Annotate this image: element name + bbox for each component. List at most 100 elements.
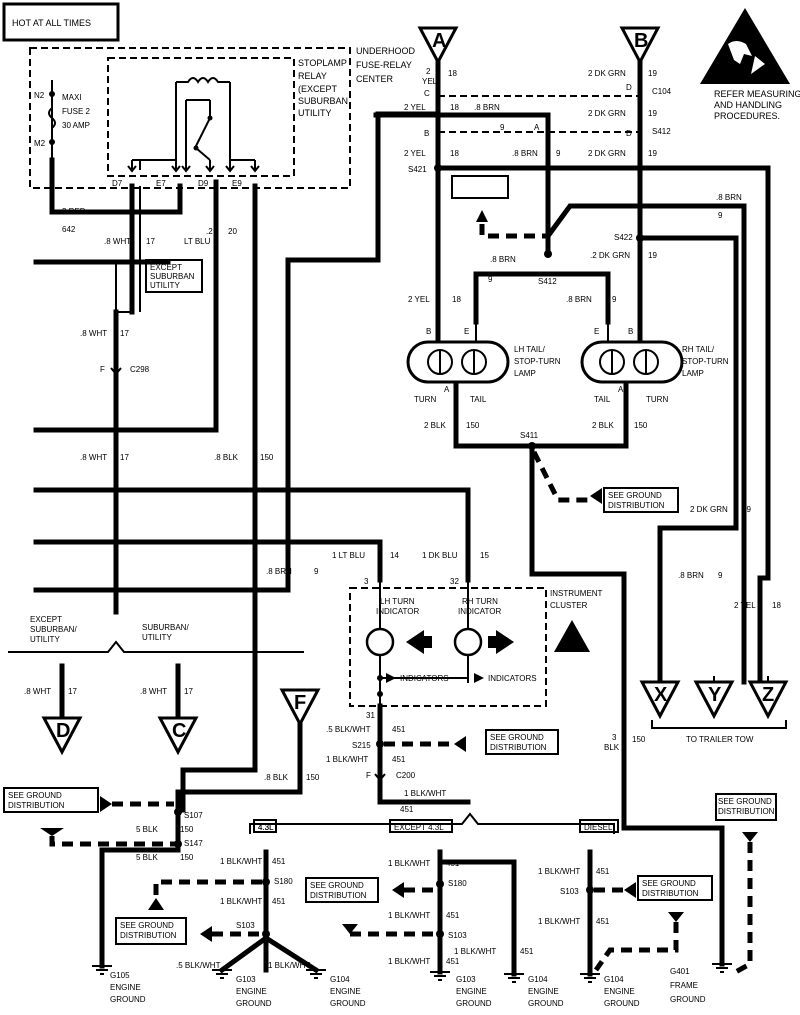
see-ground-box-s107 (3, 787, 99, 813)
connector-x-arrow (639, 680, 681, 720)
to-trailer-tow-label: TO TRAILER TOW (686, 735, 754, 744)
ground-dash-s411 (531, 450, 592, 503)
pin-m2: M2 (34, 139, 46, 148)
variant-4-3l-box (253, 819, 277, 833)
relay-title-5: UTILITY (298, 108, 332, 118)
connector-z-label: Z (762, 684, 774, 706)
wire-label-18d: 18 (452, 295, 461, 304)
indicator-arrows (386, 673, 484, 683)
fuse-center-title-1: UNDERHOOD (356, 46, 416, 56)
g105-type: ENGINE (110, 983, 141, 992)
wire-lt-blu-14 (33, 539, 383, 583)
relay-title-3: (EXCEPT (298, 84, 338, 94)
pin-e7: E7 (156, 179, 166, 188)
wire-label-150h: 150 (180, 853, 194, 862)
connector-y-label: Y (708, 684, 722, 706)
wire-label-43-1: 1 BLK/WHT (220, 857, 262, 866)
wire-label-19e: 19 (742, 505, 751, 514)
connector-s180-except: S180 (448, 879, 467, 888)
indicator-feed-wires (379, 580, 469, 628)
connector-c200-symbol (374, 773, 386, 782)
ground-dash-s180-4-3l (153, 879, 262, 898)
wire-label-451b: 451 (392, 755, 406, 764)
wire-8-brn-lamps (473, 271, 611, 325)
ground-symbols (92, 963, 732, 983)
ground-dash-diesel-2 (593, 922, 679, 972)
connector-s103-4-3l: S103 (236, 921, 255, 930)
indicators-label-1: INDICATORS (400, 674, 449, 683)
c104-pin-d: D (626, 83, 632, 92)
s412-pin-b: B (424, 129, 429, 138)
wire-label-19c: 19 (648, 149, 657, 158)
wire-label-2-dk-grn: 2 DK GRN (588, 69, 626, 78)
wire-label-43-451: 451 (272, 857, 286, 866)
g104-type-except: ENGINE (528, 987, 559, 996)
lh-turn-label: TURN (414, 395, 436, 404)
wire-label-9c: 9 (556, 149, 561, 158)
rh-pin-a: A (618, 385, 624, 394)
wire-label-8-wht: .8 WHT (104, 237, 131, 246)
wire-label-8-brn-c: .8 BRN (474, 103, 500, 112)
wire-label-150f: 150 (306, 773, 320, 782)
right-arrow-tail (488, 636, 496, 648)
wire-blk-wht-451-cluster (377, 703, 471, 805)
connector-c-label: C (172, 720, 186, 742)
wire-label-ex-451b: 451 (446, 911, 460, 920)
lh-pin-a: A (444, 385, 450, 394)
wire-3-blk-150-to-frame (529, 443, 725, 967)
wire-label-ex-451d: 451 (520, 947, 534, 956)
ground-dash-s412 (479, 224, 548, 239)
connector-b-arrow (619, 26, 661, 66)
warning-line-1: REFER MEASURING (714, 89, 800, 99)
wire-label-150a: 150 (466, 421, 480, 430)
wire-label-ds-1: 1 BLK/WHT (538, 867, 580, 876)
g104-ground-diesel: GROUND (604, 999, 640, 1008)
connector-b-label: B (634, 30, 648, 52)
wire-label-18c: 18 (450, 149, 459, 158)
wire-label-18b: 18 (450, 103, 459, 112)
ground-dash-s147 (49, 836, 176, 847)
wire-label-lt-blu-gauge: .2 (206, 227, 213, 236)
splice-s103-4-3l (262, 930, 270, 938)
wire-label-19b: 19 (648, 109, 657, 118)
ground-arrow-except (392, 882, 404, 898)
wire-label-5-blk-a: 5 BLK (136, 825, 158, 834)
wire-label-1-blk-wht: 1 BLK/WHT (326, 755, 368, 764)
connector-x-label: X (654, 684, 668, 706)
suburban-label-1: SUBURBAN/ (142, 623, 189, 632)
connector-s103-except: S103 (448, 931, 467, 940)
instrument-cluster-outline (349, 587, 547, 707)
ground-arrow-s107 (100, 796, 112, 812)
g105-ground: GROUND (110, 995, 146, 1004)
except-suburban-label-2: SUBURBAN/ (30, 625, 77, 634)
lh-lamp-label-1: LH TAIL/ (514, 345, 546, 354)
lh-lamp-label-2: STOP-TURN (514, 357, 561, 366)
s412-pin-a: A (534, 123, 540, 132)
except-suburban-note-3: UTILITY (150, 281, 180, 290)
wire-label-14: 14 (390, 551, 399, 560)
wire-label-c-17: 17 (184, 687, 193, 696)
see-ground-s180-2: DISTRIBUTION (120, 931, 177, 940)
fuse-terminal-m2 (49, 139, 55, 145)
connector-f-label: F (294, 692, 306, 714)
wire-label-ds-451b: 451 (596, 917, 610, 926)
wire-label-18a: 18 (448, 69, 457, 78)
ground-arrow-s180-4-3l (148, 898, 164, 910)
see-ground-frame-2: DISTRIBUTION (718, 807, 775, 816)
variant-diesel: DIESEL (584, 823, 613, 832)
wire-label-2-yel-lh: 2 YEL (408, 295, 430, 304)
wire-8-brn-to-s412 (373, 112, 551, 254)
g103-name-except: G103 (456, 975, 476, 984)
wire-label-17a: 17 (146, 237, 155, 246)
rh-tail-stop-turn-lamp (580, 340, 684, 384)
rh-turn-bulb (453, 627, 483, 657)
wire-label-2-red: 2 RED (62, 207, 86, 216)
pin-d9: D9 (198, 179, 209, 188)
connector-a-label: A (432, 30, 446, 52)
wire-label-451a: 451 (392, 725, 406, 734)
connector-s422: S422 (614, 233, 633, 242)
wire-2-dk-grn-to-x (637, 235, 739, 685)
wire-label-43-451b: 451 (272, 897, 286, 906)
g103-name-4-3l: G103 (236, 975, 256, 984)
see-ground-except-2: DISTRIBUTION (310, 891, 367, 900)
